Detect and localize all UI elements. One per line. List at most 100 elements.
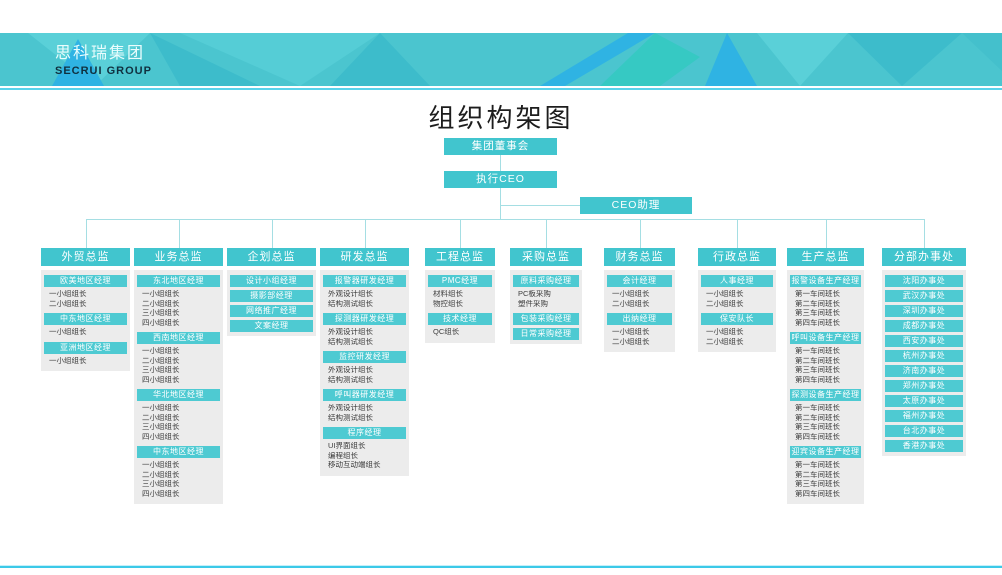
team-item: QC组长 (433, 328, 460, 336)
team-item: 一小组组长 (49, 290, 87, 298)
team-item: 第一车间班长 (795, 290, 840, 298)
section-items: 外观设计组长结构测试组长 (320, 363, 409, 386)
team-item: 二小组组长 (142, 356, 180, 365)
section-header: 呼叫设备生产经理 (790, 332, 861, 344)
team-item: 一小组组长 (49, 328, 87, 336)
section-header: 华北地区经理 (137, 389, 220, 401)
section-items: 一小组组长 (41, 354, 130, 368)
team-item: 结构测试组长 (328, 375, 373, 384)
section-header: 人事经理 (701, 275, 773, 287)
org-column-10: 分部办事处 沈阳办事处武汉办事处深圳办事处成都办事处西安办事处杭州办事处济南办事… (882, 219, 966, 456)
org-column-1: 外贸总监 欧美地区经理一小组组长二小组组长中东地区经理一小组组长亚洲地区经理一小… (41, 219, 130, 371)
section-header: 摄影部经理 (230, 290, 313, 302)
section-items: 外观设计组长结构测试组长 (320, 325, 409, 348)
department-panel: 东北地区经理一小组组长二小组组长三小组组长四小组组长西南地区经理一小组组长二小组… (134, 270, 223, 504)
section-header: 保安队长 (701, 313, 773, 325)
team-item: 三小组组长 (142, 366, 180, 374)
team-item: 一小组组长 (142, 404, 180, 412)
team-item: 三小组组长 (142, 423, 180, 431)
section-header: PMC经理 (428, 275, 492, 287)
department-panel: 报警设备生产经理第一车间班长第二车间班长第三车间班长第四车间班长呼叫设备生产经理… (787, 270, 864, 504)
team-item: 第一车间班长 (795, 404, 840, 412)
team-item: 四小组组长 (142, 489, 180, 498)
team-item: 编程组长 (328, 451, 358, 460)
section-header: 文案经理 (230, 320, 313, 332)
team-item: 二小组组长 (49, 299, 87, 308)
section-header: 中东地区经理 (44, 313, 127, 325)
section-header: 济南办事处 (885, 365, 963, 377)
team-item: 移动互动端组长 (328, 461, 381, 469)
section-items: 一小组组长二小组组长三小组组长四小组组长 (134, 344, 223, 386)
team-item: 第二车间班长 (795, 413, 840, 422)
org-column-2: 业务总监 东北地区经理一小组组长二小组组长三小组组长四小组组长西南地区经理一小组… (134, 219, 223, 504)
section-items: 一小组组长二小组组长 (698, 325, 776, 348)
team-item: UI界面组长 (328, 442, 366, 450)
team-item: 塑件采购 (518, 299, 548, 308)
section-items: 一小组组长二小组组长 (41, 287, 130, 310)
department-panel: 欧美地区经理一小组组长二小组组长中东地区经理一小组组长亚洲地区经理一小组组长 (41, 270, 130, 371)
section-items: 一小组组长二小组组长 (698, 287, 776, 310)
team-item: 第三车间班长 (795, 480, 840, 488)
section-header: 呼叫器研发经理 (323, 389, 406, 401)
org-column-7: 财务总监 会计经理一小组组长二小组组长出纳经理一小组组长二小组组长 (604, 219, 675, 352)
section-header: 技术经理 (428, 313, 492, 325)
department-panel: 报警器研发经理外观设计组长结构测试组长探测器研发经理外观设计组长结构测试组长监控… (320, 270, 409, 476)
section-items: 第一车间班长第二车间班长第三车间班长第四车间班长 (787, 344, 864, 386)
team-item: 结构测试组长 (328, 337, 373, 346)
section-header: 杭州办事处 (885, 350, 963, 362)
section-header: 网络推广经理 (230, 305, 313, 317)
header-banner (0, 33, 1002, 86)
team-item: 四小组组长 (142, 318, 180, 327)
team-item: 第二车间班长 (795, 470, 840, 479)
team-item: 外观设计组长 (328, 404, 373, 412)
team-item: 第一车间班长 (795, 461, 840, 469)
team-item: 外观设计组长 (328, 366, 373, 374)
section-header: 亚洲地区经理 (44, 341, 127, 354)
org-node-ceo: 执行CEO (444, 171, 557, 188)
department-panel: 沈阳办事处武汉办事处深圳办事处成都办事处西安办事处杭州办事处济南办事处郑州办事处… (882, 270, 966, 456)
section-header: 欧美地区经理 (44, 275, 127, 287)
team-item: 二小组组长 (142, 470, 180, 479)
department-header: 企划总监 (227, 248, 316, 266)
team-item: 一小组组长 (706, 290, 744, 298)
team-item: 第一车间班长 (795, 347, 840, 355)
team-item: 第四车间班长 (795, 375, 840, 384)
team-item: 外观设计组长 (328, 290, 373, 298)
team-item: 一小组组长 (612, 290, 650, 298)
section-header: 监控研发经理 (323, 351, 406, 363)
section-header: 深圳办事处 (885, 305, 963, 317)
section-items: UI界面组长编程组长移动互动端组长 (320, 439, 409, 472)
section-header: 东北地区经理 (137, 275, 220, 287)
department-header: 工程总监 (425, 248, 495, 266)
org-column-9: 生产总监 报警设备生产经理第一车间班长第二车间班长第三车间班长第四车间班长呼叫设… (787, 219, 864, 504)
section-header: 西南地区经理 (137, 332, 220, 344)
section-header: 台北办事处 (885, 425, 963, 437)
department-header: 业务总监 (134, 248, 223, 266)
section-items: 一小组组长二小组组长 (604, 325, 675, 348)
section-items: 一小组组长 (41, 325, 130, 339)
team-item: 第四车间班长 (795, 489, 840, 498)
banner-underline (0, 88, 1002, 90)
section-items: 第一车间班长第二车间班长第三车间班长第四车间班长 (787, 401, 864, 443)
section-header: 太原办事处 (885, 395, 963, 407)
company-logo: 思科瑞集团 SECRUI GROUP (55, 45, 152, 77)
department-header: 分部办事处 (882, 248, 966, 266)
department-panel: 会计经理一小组组长二小组组长出纳经理一小组组长二小组组长 (604, 270, 675, 352)
team-item: 第二车间班长 (795, 356, 840, 365)
department-panel: 人事经理一小组组长二小组组长保安队长一小组组长二小组组长 (698, 270, 776, 352)
department-header: 外贸总监 (41, 248, 130, 266)
section-header: 程序经理 (323, 427, 406, 439)
team-item: 一小组组长 (612, 328, 650, 336)
team-item: 一小组组长 (49, 356, 87, 365)
section-items: 一小组组长二小组组长三小组组长四小组组长 (134, 458, 223, 500)
banner-geometric-art (0, 33, 1002, 86)
logo-english-name: SECRUI GROUP (55, 64, 152, 77)
team-item: 二小组组长 (706, 337, 744, 346)
section-items: 一小组组长二小组组长三小组组长四小组组长 (134, 287, 223, 329)
department-header: 行政总监 (698, 248, 776, 266)
connector-distributor (86, 219, 924, 220)
team-item: 第四车间班长 (795, 432, 840, 441)
section-items: 第一车间班长第二车间班长第三车间班长第四车间班长 (787, 287, 864, 329)
